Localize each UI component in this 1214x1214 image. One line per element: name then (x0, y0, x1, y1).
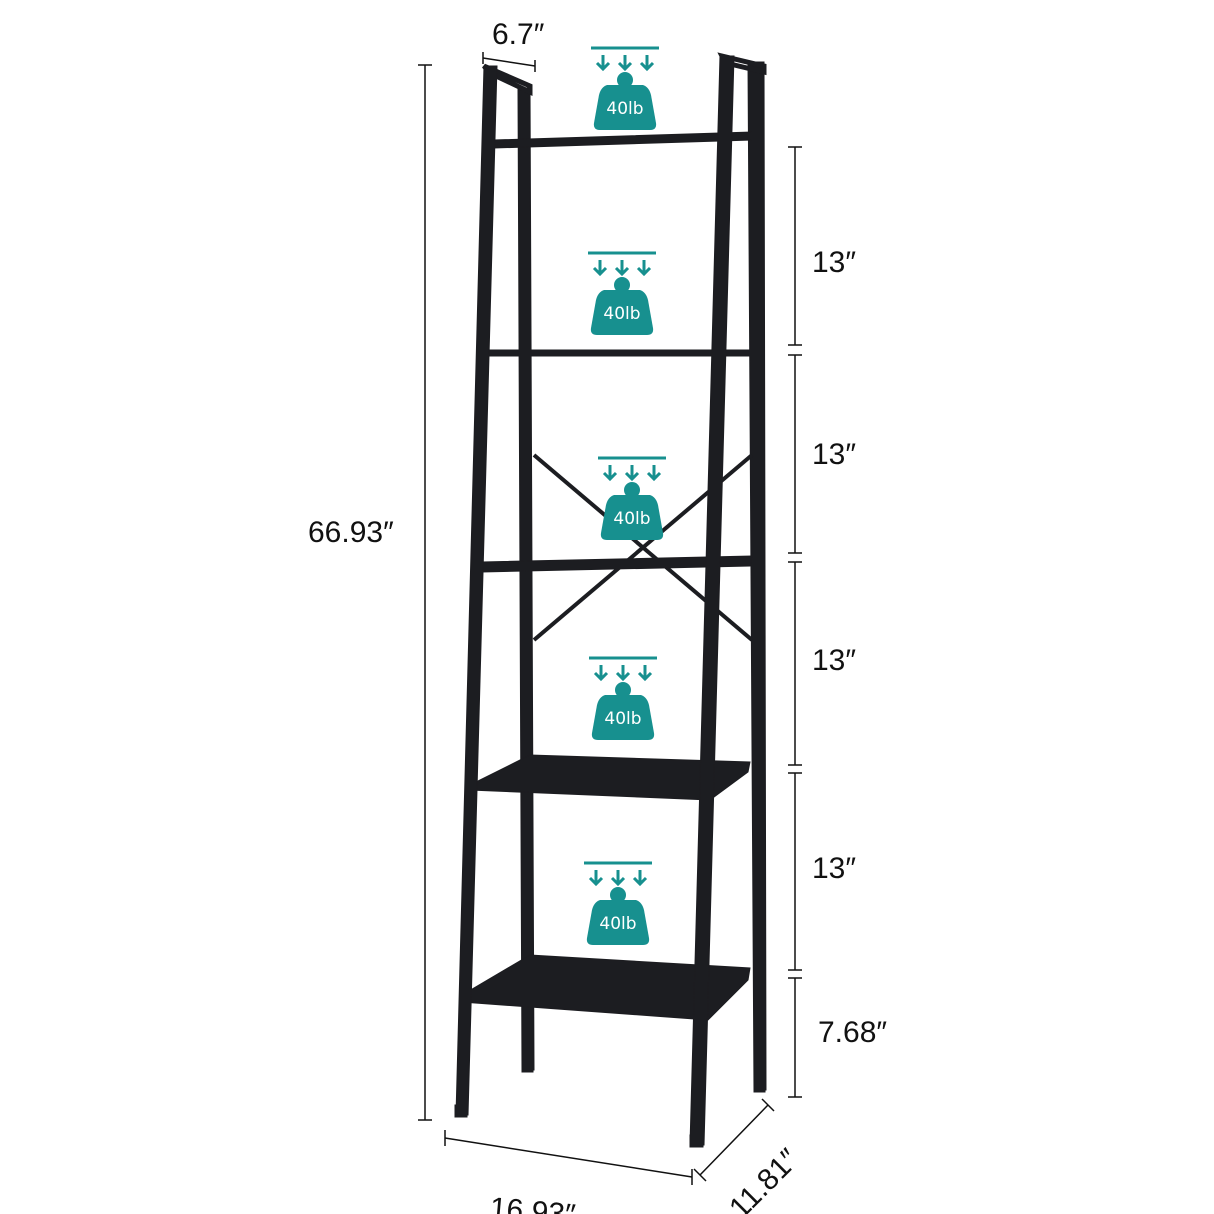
weight-capacity-label: 40lb (606, 99, 643, 119)
top-depth-label: 6.7″ (492, 18, 545, 51)
total-height-label: 66.93″ (308, 516, 394, 549)
shelf-gap-label: 13″ (812, 852, 856, 885)
dimension-labels: 66.93″ 6.7″ 16.93″ 11.81″ 13″ 13″ 13″ 13… (308, 18, 887, 1214)
width-label: 16.93″ (489, 1192, 578, 1214)
foot (689, 1134, 704, 1148)
weight-capacity-icons: 40lb 40lb 40lb 40lb 40lb (584, 46, 666, 945)
foot (521, 1061, 534, 1073)
weight-capacity-label: 40lb (603, 304, 640, 324)
weight-load-icon: 40lb (588, 251, 656, 335)
shelf-gap-label: 13″ (812, 246, 856, 279)
weight-load-icon: 40lb (589, 656, 657, 740)
shelf-gap-label: 13″ (812, 644, 856, 677)
shelf-gap-label: 13″ (812, 438, 856, 471)
weight-capacity-label: 40lb (599, 914, 636, 934)
back-left-leg (517, 87, 535, 1071)
foot (753, 1081, 766, 1093)
bottom-clearance-label: 7.68″ (818, 1016, 887, 1049)
ladder-shelf (454, 52, 767, 1148)
dimension-lines (418, 52, 802, 1185)
depth-label: 11.81″ (723, 1142, 806, 1214)
weight-capacity-label: 40lb (613, 509, 650, 529)
weight-load-icon: 40lb (584, 861, 652, 945)
weight-capacity-label: 40lb (604, 709, 641, 729)
weight-load-icon: 40lb (598, 456, 666, 540)
back-right-leg (747, 61, 767, 1091)
front-left-leg (455, 65, 498, 1116)
foot (454, 1104, 468, 1118)
front-right-leg (689, 55, 735, 1146)
shelf-1 (493, 131, 753, 149)
weight-load-icon: 40lb (591, 46, 659, 130)
